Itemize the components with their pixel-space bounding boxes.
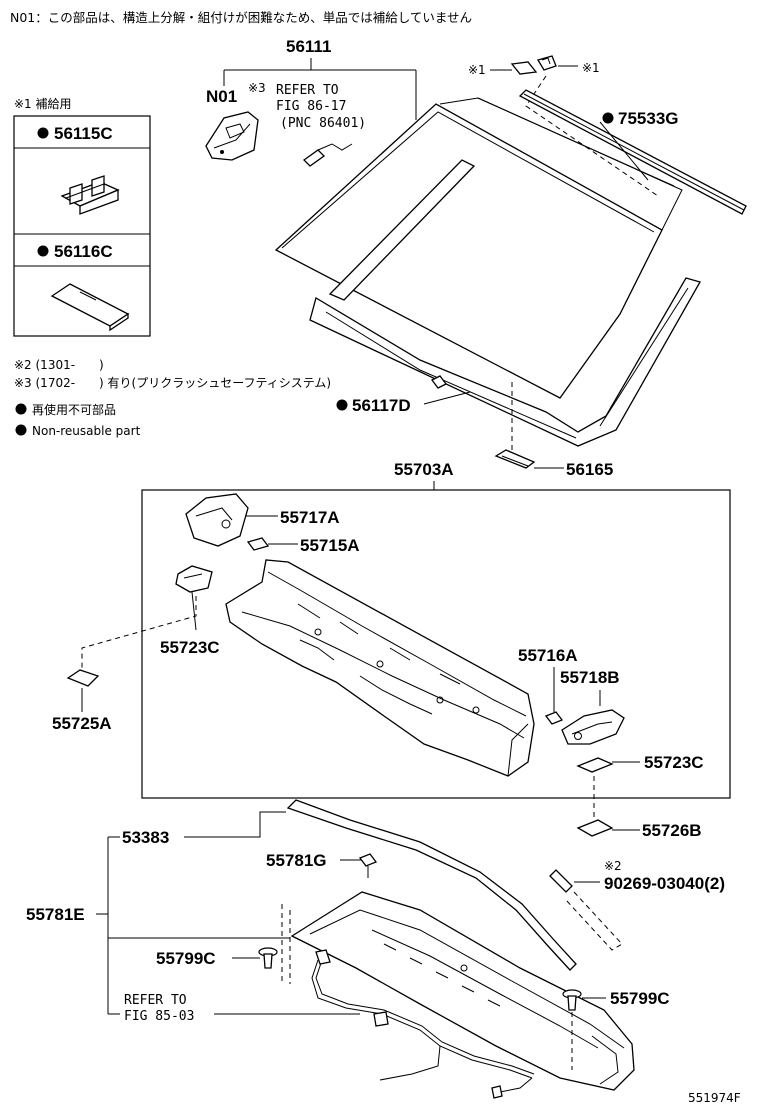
legend-non-reusable-en: Non-reusable part bbox=[32, 424, 141, 438]
part-55726b-label[interactable]: 55726B bbox=[642, 821, 702, 840]
moulding-56117d-drawing bbox=[309, 277, 701, 447]
part-n01-label[interactable]: N01 bbox=[206, 87, 237, 106]
cowl-louver-panel-drawing bbox=[290, 891, 635, 1091]
clip-56115c-drawing bbox=[60, 175, 120, 215]
non-reusable-dot-56117d bbox=[336, 399, 348, 411]
legend-dot-jp bbox=[15, 403, 27, 415]
part-56165-drawing bbox=[494, 449, 536, 469]
clip-star1-right bbox=[537, 55, 557, 71]
mark1-left: ※1 bbox=[468, 63, 486, 77]
cowl-panel-group-box bbox=[141, 489, 731, 799]
part-55799c-left-label[interactable]: 55799C bbox=[156, 949, 216, 968]
glass-side-rail bbox=[328, 159, 476, 301]
part-55726b-drawing bbox=[576, 819, 614, 837]
cowl-top-panel-drawing bbox=[225, 559, 535, 777]
part-55725a-label[interactable]: 55725A bbox=[52, 714, 112, 733]
part-56111-label[interactable]: 56111 bbox=[286, 37, 331, 56]
part-55723c-left-label[interactable]: 55723C bbox=[160, 638, 220, 657]
part-55716a-label[interactable]: 55716A bbox=[518, 646, 578, 665]
refer-fig-85-03-line2[interactable]: FIG 85-03 bbox=[124, 1009, 194, 1024]
refer-fig-86-17-line2[interactable]: FIG 86-17 bbox=[276, 99, 346, 114]
part-55716a-drawing bbox=[544, 711, 564, 725]
clamp-90269-drawing bbox=[549, 869, 573, 893]
mark2: ※2 bbox=[604, 859, 622, 873]
windshield-glass-drawing bbox=[274, 97, 683, 399]
part-56165-label[interactable]: 56165 bbox=[566, 460, 613, 479]
part-55718b-label[interactable]: 55718B bbox=[560, 668, 620, 687]
non-reusable-dot-75533g bbox=[602, 112, 614, 124]
part-55715a-label[interactable]: 55715A bbox=[300, 536, 360, 555]
clip-55799c-left-drawing bbox=[258, 947, 278, 969]
bracket-55718b-drawing bbox=[561, 709, 625, 745]
part-55717a-label[interactable]: 55717A bbox=[280, 508, 340, 527]
part-56116c-label[interactable]: 56116C bbox=[54, 242, 113, 261]
sensor-86401-drawing bbox=[302, 143, 353, 167]
clip-55781g-drawing bbox=[358, 853, 378, 878]
legend-supply-title: ※1 補給用 bbox=[14, 97, 72, 111]
bracket-55717a-drawing bbox=[185, 493, 249, 547]
legend-note-3: ※3 (1702- ) 有り(プリクラッシュセーフティシステム) bbox=[14, 376, 331, 390]
clip-star1-left bbox=[510, 61, 538, 75]
mark1-right: ※1 bbox=[582, 61, 600, 75]
part-55723c-left-drawing bbox=[175, 565, 213, 593]
part-55725a-drawing bbox=[66, 669, 100, 687]
non-reusable-dot-56115c bbox=[37, 127, 49, 139]
legend-note-2: ※2 (1301- ) bbox=[14, 358, 104, 372]
weatherstrip-75533g-drawing bbox=[518, 89, 747, 215]
washer-hose-drawing bbox=[311, 949, 535, 1099]
part-56117d-label[interactable]: 56117D bbox=[352, 396, 411, 415]
figure-id: 551974F bbox=[688, 1091, 741, 1105]
part-55781e-label[interactable]: 55781E bbox=[26, 905, 85, 924]
part-56115c-label[interactable]: 56115C bbox=[54, 124, 113, 143]
top-note: N01：この部品は、構造上分解・組付けが困難なため、単品では補給していません bbox=[10, 10, 472, 25]
legend-dot-en bbox=[15, 424, 27, 436]
refer-fig-86-17-line1[interactable]: REFER TO bbox=[276, 83, 339, 98]
part-55703a-label[interactable]: 55703A bbox=[394, 460, 454, 479]
part-55781g-label[interactable]: 55781G bbox=[266, 851, 327, 870]
pad-56116c-drawing bbox=[50, 283, 130, 332]
part-90269-03040-label[interactable]: 90269-03040(2) bbox=[604, 874, 725, 893]
seal-53383-drawing bbox=[286, 799, 577, 971]
refer-fig-86-17-line3[interactable]: (PNC 86401) bbox=[280, 116, 366, 131]
clip-55799c-right-drawing bbox=[562, 989, 582, 1011]
part-53383-label[interactable]: 53383 bbox=[122, 828, 169, 847]
part-55715a-drawing bbox=[246, 537, 270, 551]
bracket-n01-drawing bbox=[205, 111, 259, 161]
part-75533g-label[interactable]: 75533G bbox=[618, 109, 679, 128]
refer-fig-85-03-line1[interactable]: REFER TO bbox=[124, 993, 187, 1008]
non-reusable-dot-56116c bbox=[37, 245, 49, 257]
part-55723c-right-label[interactable]: 55723C bbox=[644, 753, 704, 772]
legend-non-reusable-jp: 再使用不可部品 bbox=[32, 402, 116, 417]
glass-center-clip bbox=[431, 375, 447, 389]
part-55723c-right-drawing bbox=[576, 757, 614, 773]
part-55799c-right-label[interactable]: 55799C bbox=[610, 989, 670, 1008]
note3-mark: ※3 bbox=[248, 81, 266, 95]
